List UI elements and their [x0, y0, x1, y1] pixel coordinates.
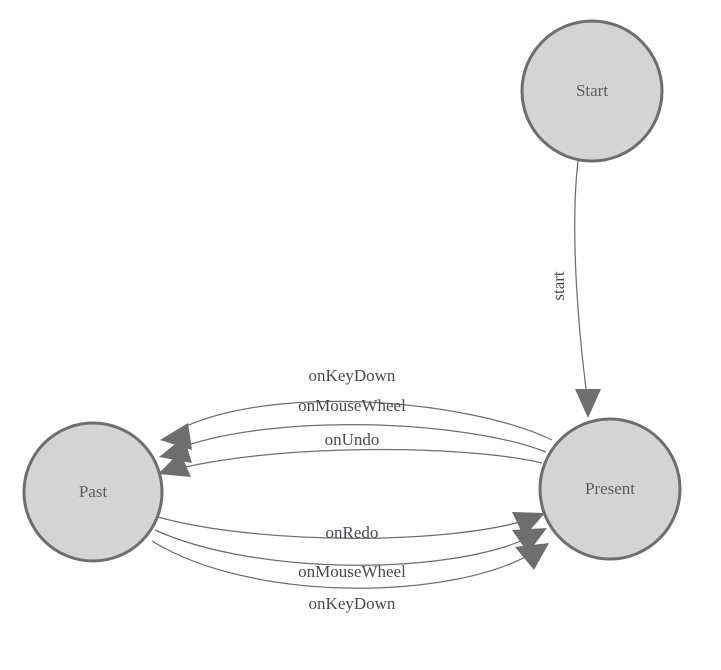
edge-line — [172, 448, 543, 471]
edge-line — [157, 516, 531, 539]
edge-label-present-to-past-onkeydown: onKeyDown — [309, 366, 396, 385]
edge-labels-layer: start onKeyDown onMouseWheel onUndo onRedo on… — [298, 271, 568, 613]
arrowhead-icon — [512, 528, 547, 553]
edge-present-to-past-onundo[interactable] — [158, 448, 543, 477]
node-label-start: Start — [576, 81, 608, 100]
edge-line — [173, 424, 547, 453]
arrowhead-icon — [515, 543, 549, 570]
edge-label-past-to-present-onmousewheel: onMouseWheel — [298, 562, 406, 581]
node-label-present: Present — [585, 479, 635, 498]
edge-present-to-past-onmousewheel[interactable] — [159, 424, 547, 463]
node-present[interactable]: Present — [538, 417, 682, 561]
node-circle-past — [22, 421, 164, 563]
edge-line — [574, 160, 589, 405]
arrowhead-icon — [512, 512, 545, 537]
edge-past-to-present-onkeydown[interactable] — [151, 540, 549, 589]
node-start[interactable]: Start — [520, 19, 664, 163]
node-past[interactable]: Past — [22, 421, 164, 563]
node-circle-start — [520, 19, 664, 163]
edges-layer — [151, 160, 601, 589]
edge-line — [175, 400, 553, 441]
edge-label-past-to-present-onredo: onRedo — [326, 523, 379, 542]
edge-label-start-to-present: start — [549, 271, 568, 301]
edge-label-past-to-present-onkeydown: onKeyDown — [309, 594, 396, 613]
edge-label-present-to-past-onundo: onUndo — [325, 430, 380, 449]
node-circle-present — [538, 417, 682, 561]
arrowhead-icon — [158, 452, 191, 477]
edge-start-to-present[interactable] — [574, 160, 601, 418]
edge-line — [154, 529, 533, 566]
edge-past-to-present-onmousewheel[interactable] — [154, 528, 547, 566]
edge-label-present-to-past-onmousewheel: onMouseWheel — [298, 396, 406, 415]
node-label-past: Past — [79, 482, 108, 501]
arrowhead-icon — [159, 437, 192, 463]
edge-past-to-present-onredo[interactable] — [157, 512, 545, 539]
arrowhead-icon — [575, 389, 601, 418]
edge-line — [151, 540, 535, 589]
